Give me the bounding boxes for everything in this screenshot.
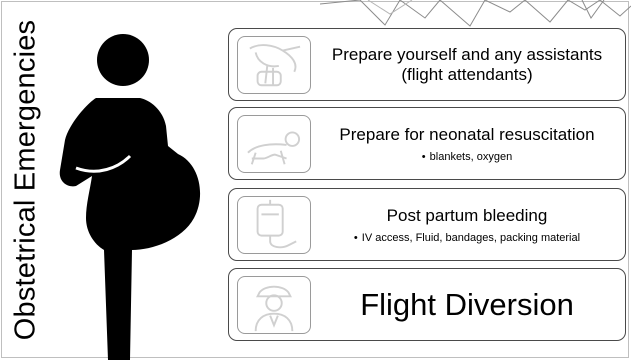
pregnant-woman-icon [59,34,201,360]
list-item: Post partum bleeding •IV access, Fluid, … [228,188,626,261]
item-heading: Prepare yourself and any assistants (fli… [331,44,603,84]
bullet-icon: • [421,150,426,163]
iv-bag-icon [237,196,311,254]
pilot-icon [237,276,311,334]
decorative-lines [320,0,631,27]
item-bullet-text: IV access, Fluid, bandages, packing mate… [361,231,581,244]
list-item: Flight Diversion [228,268,626,341]
item-heading: Flight Diversion [360,286,574,322]
item-content: Post partum bleeding •IV access, Fluid, … [315,189,619,260]
item-content: Prepare yourself and any assistants (fli… [315,29,619,100]
item-content: Flight Diversion [315,269,619,340]
slide-title: Obstetrical Emergencies [9,19,42,341]
item-bullet-text: blankets, oxygen [429,150,513,163]
baby-crawling-icon [237,115,311,173]
vertical-title: Obstetrical Emergencies [0,0,52,360]
item-content: Prepare for neonatal resuscitation •blan… [315,108,619,179]
item-heading: Prepare for neonatal resuscitation [339,124,595,144]
item-bullet: •blankets, oxygen [422,151,512,163]
bullet-icon: • [353,231,358,244]
list-item: Prepare for neonatal resuscitation •blan… [228,107,626,180]
list-item: Prepare yourself and any assistants (fli… [228,28,626,101]
stork-icon [237,36,311,94]
item-bullet: •IV access, Fluid, bandages, packing mat… [354,232,580,244]
item-heading: Post partum bleeding [386,205,548,225]
